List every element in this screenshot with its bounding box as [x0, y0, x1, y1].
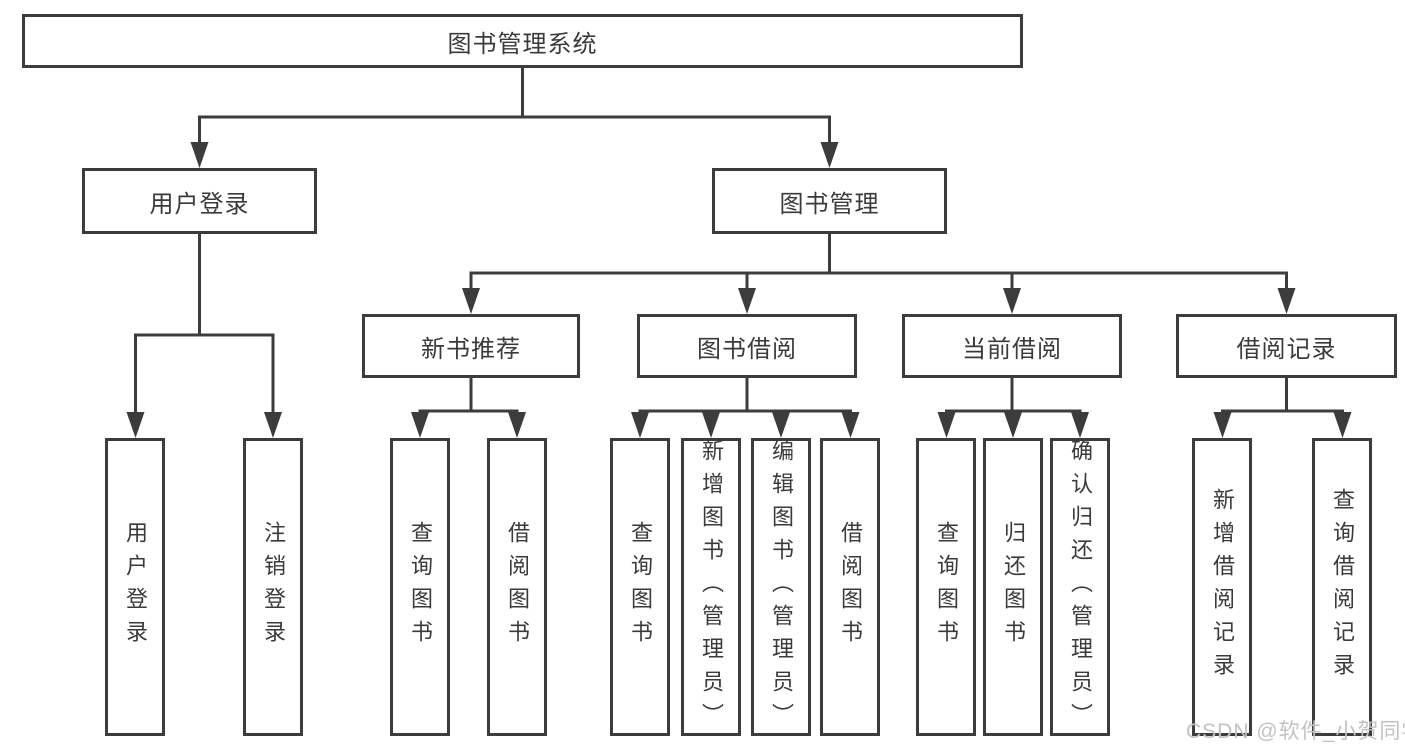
- leaf-query-books-recommend: 查询图书: [390, 438, 450, 736]
- node-library-system-root: 图书管理系统: [22, 14, 1023, 68]
- node-book-management: 图书管理: [712, 168, 947, 234]
- leaf-return-book: 归还图书: [983, 438, 1043, 736]
- leaf-confirm-return-admin: 确认归还（管理员）: [1050, 438, 1110, 736]
- node-label: 图书管理系统: [447, 30, 598, 58]
- arrowhead: [738, 288, 756, 314]
- node-label: 图书管理: [779, 190, 880, 218]
- node-label: 注销登录: [261, 521, 286, 653]
- arrowhead: [1003, 288, 1021, 314]
- leaf-borrow-books-recommend: 借阅图书: [487, 438, 547, 736]
- leaf-query-books-current: 查询图书: [916, 438, 976, 736]
- node-label: 图书借阅: [697, 335, 797, 363]
- node-label: 当前借阅: [962, 335, 1062, 363]
- arrowhead: [264, 412, 282, 438]
- arrowhead: [841, 412, 860, 438]
- leaf-query-borrow-record: 查询借阅记录: [1312, 438, 1372, 736]
- node-borrowing-records: 借阅记录: [1176, 314, 1397, 378]
- node-current-borrowing: 当前借阅: [902, 314, 1122, 378]
- leaf-add-book-admin: 新增图书（管理员）: [681, 438, 741, 736]
- arrowhead: [937, 412, 956, 438]
- arrowhead: [190, 142, 209, 168]
- node-label: 新书推荐: [421, 335, 521, 363]
- arrowheads: [126, 142, 1352, 438]
- leaf-borrow-books: 借阅图书: [820, 438, 880, 736]
- arrowhead: [820, 142, 839, 168]
- node-new-book-recommend: 新书推荐: [362, 314, 580, 378]
- arrowhead: [1333, 412, 1352, 438]
- node-label: 查询图书: [408, 521, 433, 653]
- node-label: 编辑图书（管理员）: [769, 438, 794, 736]
- node-label: 归还图书: [1001, 521, 1026, 653]
- node-label: 查询图书: [628, 521, 653, 653]
- arrowhead: [508, 412, 526, 438]
- leaf-add-borrow-record: 新增借阅记录: [1192, 438, 1252, 736]
- node-label: 借阅记录: [1236, 335, 1337, 363]
- node-label: 借阅图书: [838, 521, 863, 653]
- arrowhead: [631, 412, 649, 438]
- node-label: 查询借阅记录: [1330, 488, 1355, 686]
- leaf-user-login: 用户登录: [105, 438, 165, 736]
- arrowhead: [1213, 412, 1232, 438]
- leaf-logout: 注销登录: [243, 438, 303, 736]
- arrowhead: [772, 412, 790, 438]
- arrowhead: [411, 412, 429, 438]
- csdn-watermark: CSDN @软件_小贺同学: [1186, 720, 1405, 743]
- node-label: 借阅图书: [505, 521, 530, 653]
- node-label: 新增图书（管理员）: [699, 438, 724, 736]
- node-book-borrowing: 图书借阅: [637, 314, 857, 378]
- node-label: 用户登录: [149, 190, 250, 218]
- node-label: 用户登录: [123, 521, 148, 653]
- arrowhead: [1071, 412, 1089, 438]
- node-label: 查询图书: [934, 521, 959, 653]
- arrowhead: [126, 412, 145, 438]
- node-label: 确认归还（管理员）: [1068, 438, 1093, 736]
- arrowhead: [1004, 412, 1022, 438]
- arrowhead: [702, 412, 720, 438]
- leaf-query-books-borrow: 查询图书: [610, 438, 670, 736]
- arrowhead: [462, 288, 480, 314]
- leaf-edit-book-admin: 编辑图书（管理员）: [751, 438, 811, 736]
- arrowhead: [1277, 288, 1296, 314]
- node-label: 新增借阅记录: [1210, 488, 1235, 686]
- node-user-login: 用户登录: [82, 168, 317, 234]
